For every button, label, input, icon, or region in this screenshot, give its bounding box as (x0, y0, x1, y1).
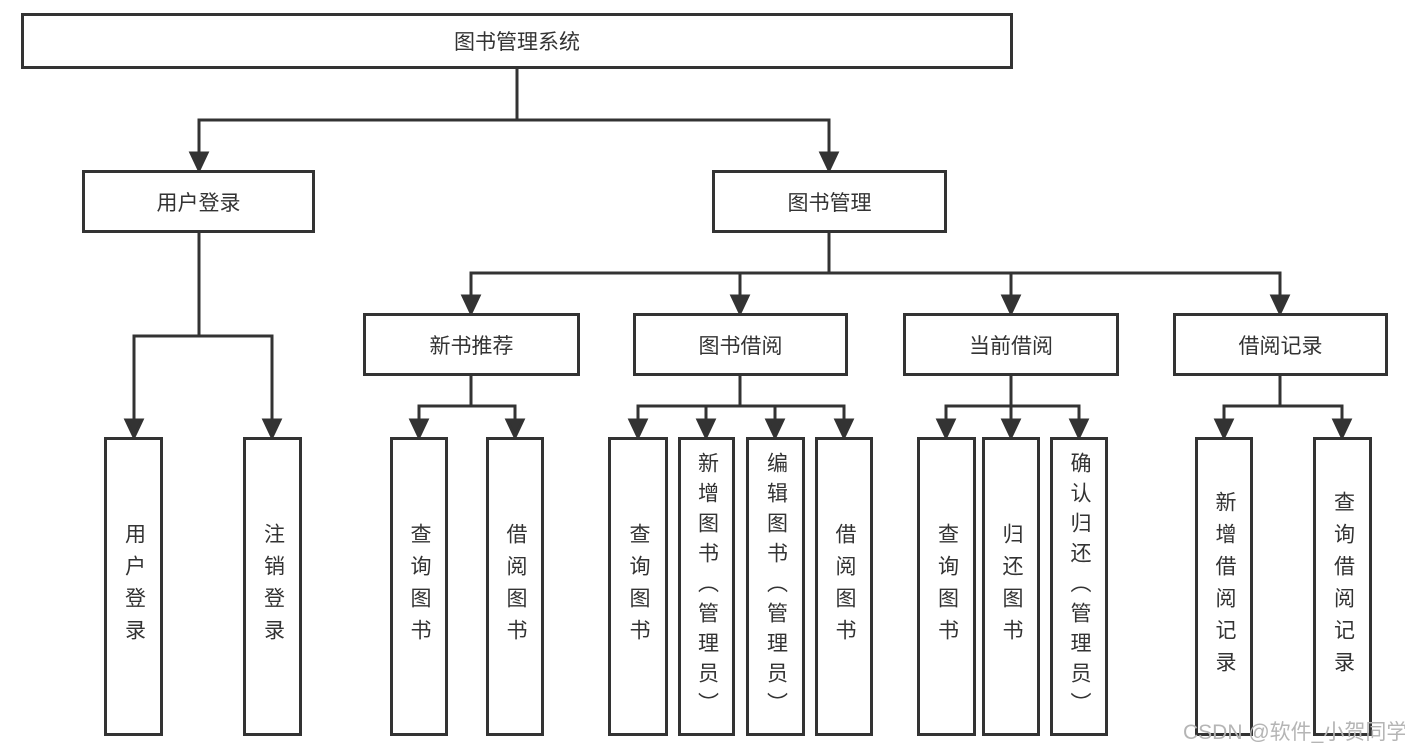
node-leaf-add-borrowing-record: 新增借阅记录 (1195, 437, 1253, 736)
edge-user-login-to-leaves (123, 233, 283, 441)
edge-root-to-level2 (188, 69, 840, 174)
node-user-login: 用户登录 (82, 170, 315, 233)
node-leaf-borrow-books-recommend: 借阅图书 (486, 437, 544, 736)
edge-borrowing-records-to-leaves (1213, 376, 1353, 441)
edge-book-management-to-level3 (460, 233, 1291, 317)
node-leaf-add-borrowing-record-label: 新增借阅记录 (1213, 490, 1236, 683)
node-leaf-return-books-label: 归还图书 (1000, 522, 1023, 651)
node-leaf-search-books-current-label: 查询图书 (935, 522, 959, 651)
node-root-label: 图书管理系统 (454, 31, 580, 54)
node-leaf-logout-label: 注销登录 (261, 522, 285, 651)
node-leaf-return-books: 归还图书 (982, 437, 1040, 736)
node-leaf-user-login: 用户登录 (104, 437, 163, 736)
edge-book-borrowing-to-leaves (627, 376, 855, 441)
node-current-borrowing-label: 当前借阅 (969, 334, 1053, 358)
node-leaf-add-books-admin-label: 新增图书（管理员） (695, 451, 719, 722)
node-leaf-search-books-recommend-label: 查询图书 (408, 522, 431, 651)
node-leaf-search-books-recommend: 查询图书 (390, 437, 448, 736)
node-leaf-search-borrowing-record: 查询借阅记录 (1313, 437, 1372, 736)
node-user-login-label: 用户登录 (156, 191, 241, 215)
node-leaf-logout: 注销登录 (243, 437, 302, 736)
node-book-management: 图书管理 (712, 170, 947, 233)
node-borrowing-records: 借阅记录 (1173, 313, 1388, 376)
node-leaf-search-books-current: 查询图书 (917, 437, 976, 736)
node-leaf-add-books-admin: 新增图书（管理员） (678, 437, 735, 736)
node-book-borrowing-label: 图书借阅 (698, 334, 783, 358)
node-new-book-recommend: 新书推荐 (363, 313, 580, 376)
node-leaf-confirm-return-admin: 确认归还（管理员） (1050, 437, 1108, 736)
node-book-borrowing: 图书借阅 (633, 313, 848, 376)
node-leaf-search-books-borrowing-label: 查询图书 (627, 522, 650, 651)
node-leaf-search-books-borrowing: 查询图书 (608, 437, 668, 736)
node-leaf-borrow-books-recommend-label: 借阅图书 (504, 522, 527, 651)
node-book-management-label: 图书管理 (787, 191, 872, 215)
node-leaf-borrow-books-borrowing-label: 借阅图书 (833, 522, 856, 651)
edge-current-borrowing-to-leaves (935, 376, 1090, 441)
node-borrowing-records-label: 借阅记录 (1238, 334, 1323, 358)
watermark-text: CSDN @软件_小贺同学 (1183, 721, 1405, 744)
node-leaf-edit-books-admin-label: 编辑图书（管理员） (764, 451, 788, 722)
node-new-book-recommend-label: 新书推荐 (429, 334, 514, 358)
node-leaf-confirm-return-admin-label: 确认归还（管理员） (1068, 451, 1091, 722)
node-leaf-edit-books-admin: 编辑图书（管理员） (746, 437, 805, 736)
node-root: 图书管理系统 (21, 13, 1013, 69)
node-leaf-user-login-label: 用户登录 (122, 522, 146, 651)
node-leaf-search-borrowing-record-label: 查询借阅记录 (1331, 490, 1355, 683)
edge-new-book-recommend-to-leaves (408, 376, 526, 441)
node-current-borrowing: 当前借阅 (903, 313, 1119, 376)
node-leaf-borrow-books-borrowing: 借阅图书 (815, 437, 873, 736)
